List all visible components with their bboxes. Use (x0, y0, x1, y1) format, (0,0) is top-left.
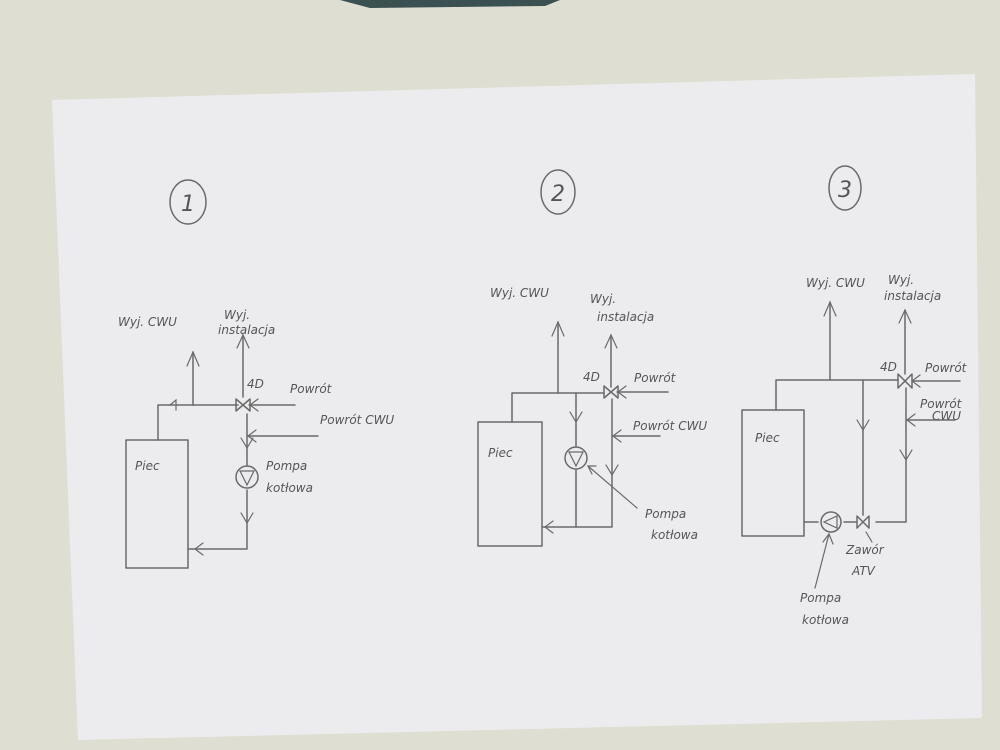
boiler-3 (741, 409, 805, 537)
pipe-supply-2 (511, 392, 605, 423)
arrow-back-2 (544, 520, 554, 534)
pump-1 (235, 465, 259, 489)
label-pump-3a: Pompa (800, 591, 841, 605)
pipe-supply-3 (775, 379, 899, 411)
pipe-down-1 (187, 413, 248, 550)
label-boiler-2: Piec (488, 446, 513, 460)
arrow-install-out-1 (236, 333, 250, 349)
diagram-number-1: 1 (181, 192, 195, 217)
valve-atv-3 (856, 515, 870, 529)
arrow-supply-1 (169, 398, 177, 411)
label-atv-3b: ATV (851, 564, 876, 578)
label-return-cwu-3a: Powrót (920, 397, 963, 411)
label-hot-water-out-2: Wyj. CWU (490, 286, 549, 300)
diagram-3: 3 Wyj. CWU Wyj. instalacja 4D Powrót Pow… (741, 165, 968, 627)
valve-4d-2 (603, 385, 619, 399)
boiler-2 (477, 421, 543, 547)
arrow-cwu-out-2 (551, 320, 565, 337)
pump-leader-3 (814, 533, 830, 589)
label-install-out-2b: instalacja (597, 310, 654, 324)
diagram-number-3: 3 (838, 178, 852, 203)
pipe-supply-1 (157, 404, 239, 441)
label-pump-2a: Pompa (645, 507, 686, 521)
number-circle-2 (540, 169, 576, 215)
boiler-1 (125, 439, 189, 569)
arrow-down-1a (240, 437, 254, 450)
number-circle-1 (169, 179, 207, 225)
arrow-return-cwu-1 (247, 429, 257, 443)
diagram-1: 1 Wyj. CWU Wyj. instalacja 4D Powrót Pow… (118, 179, 394, 569)
label-valve-1: 4D (247, 377, 264, 391)
label-install-out-1a: Wyj. (224, 308, 250, 322)
label-install-out-3b: instalacja (884, 289, 941, 303)
valve-4d-3 (897, 373, 913, 389)
arrow-cwu-out-1 (186, 350, 200, 367)
label-pump-2b: kotłowa (651, 528, 698, 542)
label-atv-3a: Zawór (845, 543, 885, 557)
arrow-down-2 (605, 464, 619, 477)
label-hot-water-out-3: Wyj. CWU (806, 276, 865, 290)
arrow-down-1b (240, 512, 254, 525)
valve-4d-1 (235, 398, 251, 412)
label-boiler-1: Piec (135, 459, 160, 473)
arrow-bypass-3 (856, 419, 870, 432)
pump-symbol-3 (822, 515, 838, 529)
pump-leader-arrow-3 (822, 532, 834, 545)
paper-sheet (52, 74, 982, 740)
diagram-number-2: 2 (551, 182, 565, 207)
label-valve-3: 4D (880, 360, 897, 374)
label-return-3: Powrót (925, 361, 968, 375)
label-pump-1b: kotłowa (266, 481, 313, 495)
pump-leader-2 (587, 465, 638, 509)
pump-2 (564, 446, 588, 470)
label-valve-2: 4D (583, 370, 600, 384)
pump-3 (820, 511, 842, 533)
label-return-cwu-2: Powrót CWU (633, 419, 707, 433)
arrow-install-out-3 (898, 308, 912, 324)
atv-leader-3 (865, 531, 873, 543)
arrow-bypass-2 (569, 411, 583, 424)
diagram-2: 2 Wyj. CWU Wyj. instalacja 4D Powrót Pow… (477, 169, 707, 547)
label-install-out-3a: Wyj. (888, 273, 914, 287)
pipe-down-3 (875, 387, 907, 523)
label-boiler-3: Piec (755, 431, 780, 445)
label-install-out-1b: instalacja (218, 323, 275, 337)
label-return-cwu-1: Powrót CWU (320, 413, 394, 427)
label-hot-water-out-1: Wyj. CWU (118, 315, 177, 329)
label-return-cwu-3b: CWU (932, 409, 961, 423)
arrow-back-1 (194, 542, 204, 556)
arrow-return-cwu-2 (612, 429, 622, 443)
arrow-install-out-2 (604, 333, 618, 349)
label-return-2: Powrót (634, 371, 677, 385)
pump-symbol-2 (568, 451, 584, 468)
label-install-out-2a: Wyj. (590, 292, 616, 306)
pump-symbol-1 (239, 470, 255, 487)
pump-leader-arrow-2 (587, 465, 597, 475)
arrow-cwu-out-3 (823, 300, 837, 317)
label-pump-1a: Pompa (266, 459, 307, 473)
number-circle-3 (828, 165, 862, 211)
label-return-1: Powrót (290, 382, 333, 396)
pipe-down-2 (541, 398, 613, 528)
object-top-edge (340, 0, 560, 8)
arrow-down-3 (899, 449, 913, 462)
label-pump-3b: kotłowa (802, 613, 849, 627)
arrow-return-cwu-3 (906, 413, 916, 427)
